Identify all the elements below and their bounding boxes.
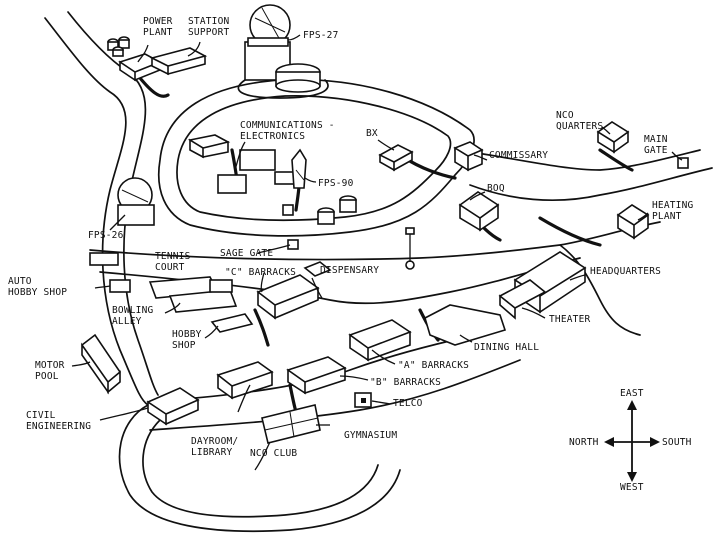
fps90-tower (291, 148, 307, 189)
label-telco: TELCO (393, 398, 423, 409)
fps26-radome (117, 177, 155, 226)
upper-loop-outer (157, 78, 475, 237)
label-civil-engineering: CIVIL ENGINEERING (26, 410, 92, 432)
lower-loop-inner (142, 419, 379, 518)
comm-building-3 (239, 149, 276, 171)
main-gate-road-top (454, 149, 701, 171)
label-nco-quarters: NCO QUARTERS (556, 110, 604, 132)
label-auto-hobby-shop: AUTO HOBBY SHOP (8, 276, 68, 298)
dining-hall-building (424, 304, 507, 346)
hq-road (559, 244, 641, 336)
label-dispensary: DISPENSARY (320, 265, 380, 276)
heating-plant-building (616, 204, 650, 240)
c-barracks-building (256, 274, 320, 320)
hobby-shop-building (210, 313, 254, 333)
label-fps26: FPS-26 (88, 230, 124, 241)
label-fps90: FPS-90 (318, 178, 354, 189)
boq-building (458, 191, 500, 232)
label-b-barracks: "B" BARRACKS (370, 377, 442, 388)
main-gate-house (677, 157, 689, 169)
label-headquarters: HEADQUARTERS (590, 266, 662, 277)
label-boq: BOQ (487, 183, 505, 194)
comm-building-2 (217, 174, 247, 194)
central-road-top (89, 221, 661, 261)
label-nco-club: NCO CLUB (250, 448, 298, 459)
label-c-barracks: "C" BARRACKS (225, 267, 297, 278)
label-power-plant: POWER PLANT (143, 16, 173, 38)
sage-gate-house (287, 239, 299, 250)
label-communications-electronics: COMMUNICATIONS - ELECTRONICS (240, 120, 335, 142)
dispensary-building (303, 261, 332, 277)
power-plant-tanks (107, 36, 130, 57)
comm-building-4 (274, 171, 296, 185)
bx-building (378, 144, 414, 172)
dayroom-building (216, 361, 274, 400)
tennis-court-building (89, 252, 119, 266)
label-bx: BX (366, 128, 378, 139)
label-bowling-alley: BOWLING ALLEY (112, 305, 154, 327)
label-tennis-court: TENNIS COURT (155, 251, 191, 273)
civil-engineering-building (146, 387, 200, 426)
label-a-barracks: "A" BARRACKS (398, 360, 470, 371)
label-motor-pool: MOTOR POOL (35, 360, 65, 382)
theater-building (498, 279, 547, 320)
fps27-radome (237, 4, 329, 99)
label-fps27: FPS-27 (303, 30, 339, 41)
station-support-building (149, 47, 208, 76)
label-gymnasium: GYMNASIUM (344, 430, 398, 441)
lower-loop-outer (118, 404, 401, 533)
upper-loop-inner (176, 95, 452, 222)
label-sage-gate: SAGE GATE (220, 248, 274, 259)
compass-west-label: WEST (620, 482, 644, 493)
a-barracks-building (348, 319, 412, 362)
buildings (80, 4, 689, 444)
compass-rose (604, 400, 660, 482)
comm-electronics-building (187, 134, 231, 159)
label-commissary: COMMISSARY (489, 150, 549, 161)
motor-pool-building (80, 333, 122, 395)
leader-lines (71, 34, 683, 471)
compass-south-label: SOUTH (662, 437, 692, 448)
main-gate-road-bottom (469, 167, 713, 202)
compass-north-label: NORTH (569, 437, 599, 448)
commissary-building (453, 141, 484, 172)
label-station-support: STATION SUPPORT (188, 16, 230, 38)
label-dining-hall: DINING HALL (474, 342, 540, 353)
label-heating-plant: HEATING PLANT (652, 200, 694, 222)
entry-road-outer (44, 17, 149, 406)
compass-east-label: EAST (620, 388, 644, 399)
label-theater: THEATER (549, 314, 591, 325)
label-dayroom-library: DAYROOM/ LIBRARY (191, 436, 239, 458)
auto-hobby-shop-building (109, 279, 131, 293)
label-hobby-shop: HOBBY SHOP (172, 329, 202, 351)
lower-cross-road (149, 359, 521, 431)
b-barracks-building (286, 356, 347, 395)
label-main-gate: MAIN GATE (644, 134, 668, 156)
